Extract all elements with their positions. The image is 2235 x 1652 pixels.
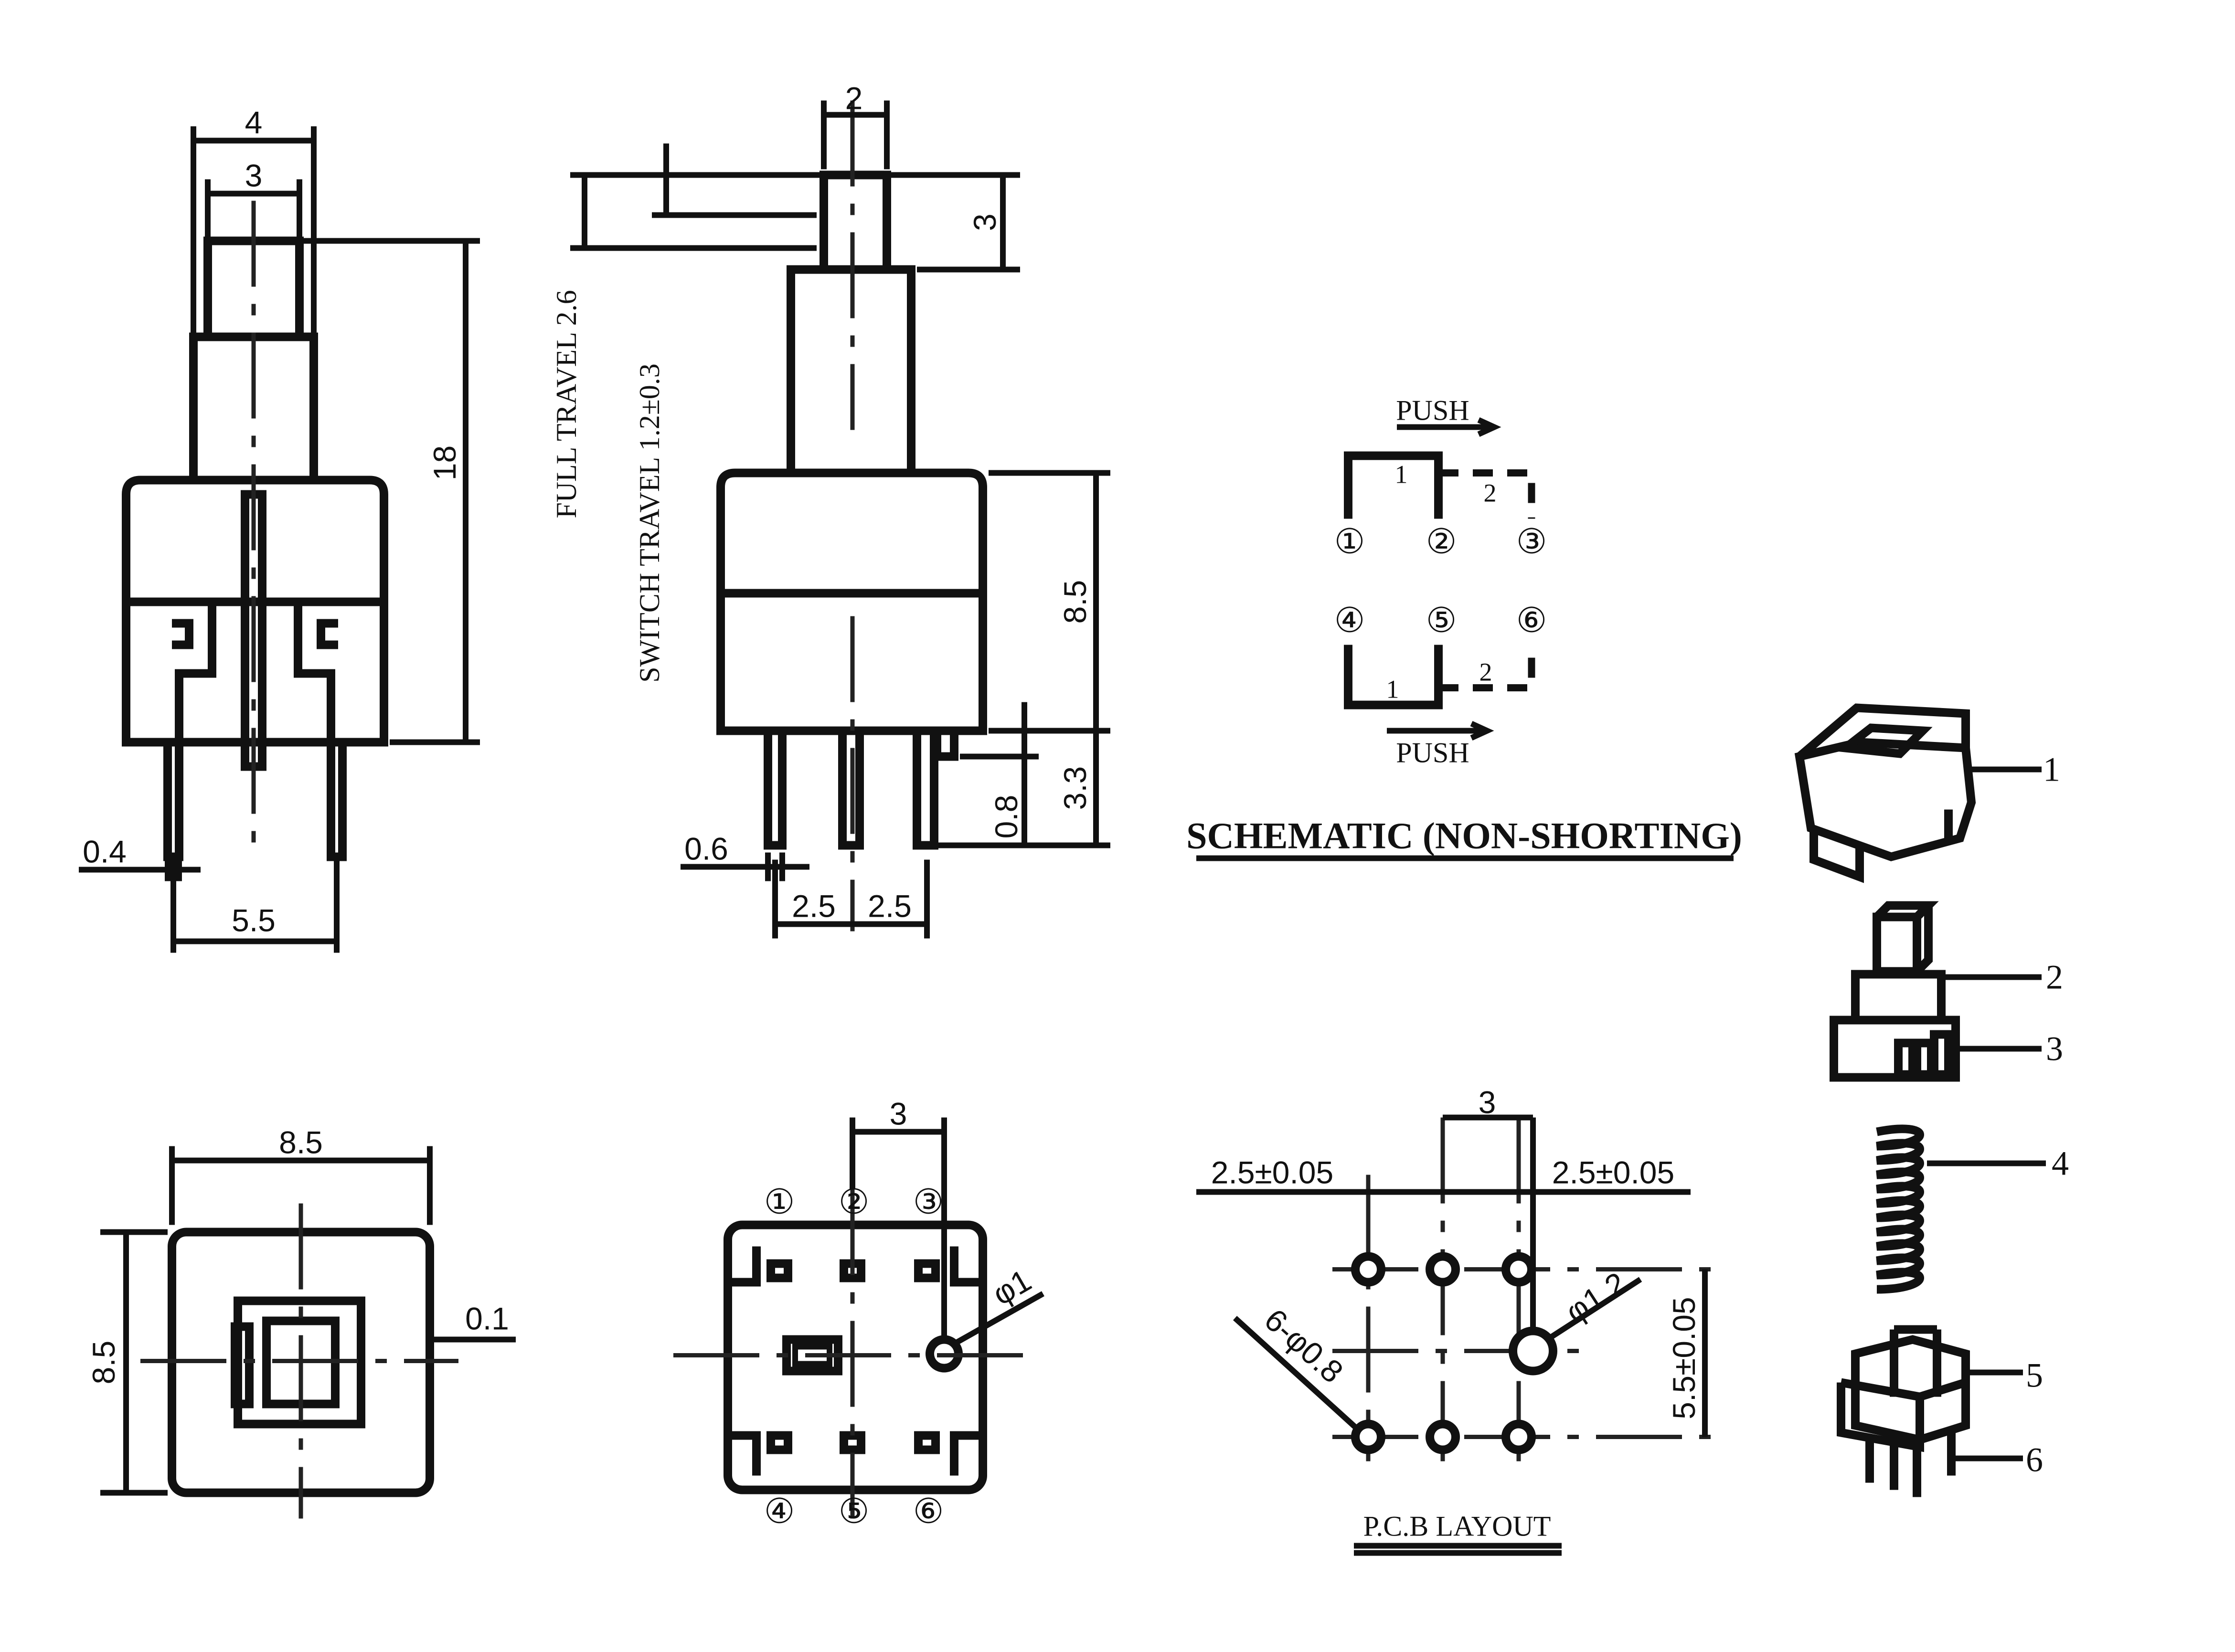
schematic-pin-4: ④ bbox=[1334, 602, 1365, 640]
side-dim-5-5: 5.5 bbox=[232, 903, 276, 938]
top-view: 8.5 8.5 0.1 bbox=[86, 1125, 516, 1519]
front-dim-0-8: 0.8 bbox=[989, 795, 1024, 839]
pcb-layout: 3 2.5±0.05 2.5±0.05 5.5±0.05 φ1.2 6-φ0.8… bbox=[1196, 1085, 1719, 1556]
exploded-parts: 1 2 3 4 5 6 bbox=[1794, 703, 2069, 1497]
part-label-4: 4 bbox=[2052, 1144, 2069, 1183]
part-1-cap bbox=[1794, 703, 2042, 883]
schematic-bot-1: 1 bbox=[1386, 675, 1399, 704]
top-dim-width: 8.5 bbox=[279, 1125, 323, 1160]
side-dim-3: 3 bbox=[245, 158, 263, 193]
schematic-pin-5: ⑤ bbox=[1426, 602, 1457, 640]
side-view: 4 3 18 0.4 5.5 bbox=[79, 105, 480, 953]
front-dim-2-5-left: 2.5 bbox=[792, 889, 836, 924]
part-2-3-plunger bbox=[1830, 901, 2042, 1082]
side-dim-4: 4 bbox=[245, 105, 263, 140]
full-travel-label: FULL TRAVEL 2.6 bbox=[551, 290, 582, 518]
push-bottom-label: PUSH bbox=[1396, 737, 1469, 769]
bottom-pin-4: ④ bbox=[764, 1493, 795, 1531]
schematic: PUSH 1 2 ① ② ③ ④ ⑤ ⑥ 1 2 PUSH SCHEMATIC … bbox=[1186, 395, 1742, 861]
part-label-6: 6 bbox=[2026, 1441, 2043, 1479]
schematic-title: SCHEMATIC (NON-SHORTING) bbox=[1186, 815, 1742, 857]
front-dim-2: 2 bbox=[845, 81, 863, 116]
bottom-pin-5: ⑤ bbox=[839, 1493, 870, 1531]
side-dim-0-4: 0.4 bbox=[83, 834, 127, 869]
pcb-dim-left: 2.5±0.05 bbox=[1211, 1155, 1333, 1190]
pcb-holes bbox=[1351, 1252, 1557, 1454]
switch-travel-label: SWITCH TRAVEL 1.2±0.3 bbox=[634, 363, 665, 683]
schematic-pin-1: ① bbox=[1334, 523, 1365, 561]
bottom-pin-1: ① bbox=[764, 1183, 795, 1221]
bottom-view: 3 φ1 ① ② ③ ④ ⑤ ⑥ bbox=[673, 1096, 1044, 1531]
schematic-pin-2: ② bbox=[1426, 523, 1457, 561]
pcb-dim-big-hole: φ1.2 bbox=[1559, 1265, 1632, 1330]
push-top-label: PUSH bbox=[1396, 395, 1469, 426]
schematic-top-2: 2 bbox=[1484, 479, 1497, 508]
pcb-dim-vertical: 5.5±0.05 bbox=[1666, 1297, 1702, 1419]
schematic-top-1: 1 bbox=[1395, 460, 1408, 489]
pcb-dim-3: 3 bbox=[1479, 1085, 1496, 1120]
schematic-pin-6: ⑥ bbox=[1516, 602, 1547, 640]
part-label-1: 1 bbox=[2043, 751, 2060, 789]
schematic-pin-3: ③ bbox=[1516, 523, 1547, 561]
bottom-pin-2: ② bbox=[839, 1183, 870, 1221]
schematic-bot-2: 2 bbox=[1479, 658, 1492, 687]
front-dim-8-5: 8.5 bbox=[1057, 580, 1093, 624]
bottom-dim-3: 3 bbox=[890, 1096, 907, 1132]
part-label-3: 3 bbox=[2046, 1030, 2063, 1068]
part-label-2: 2 bbox=[2046, 958, 2063, 996]
top-dim-height: 8.5 bbox=[86, 1341, 121, 1385]
front-dim-0-6: 0.6 bbox=[684, 831, 728, 867]
front-dim-2-5-right: 2.5 bbox=[868, 889, 912, 924]
front-view: 2 3 FULL TRAVEL 2.6 SWITCH TRAVEL 1.2±0.… bbox=[551, 81, 1110, 939]
side-dim-18: 18 bbox=[427, 445, 462, 480]
front-dim-3: 3 bbox=[967, 213, 1002, 231]
bottom-pin-3: ③ bbox=[913, 1183, 944, 1221]
pcb-dim-right: 2.5±0.05 bbox=[1552, 1155, 1674, 1190]
part-label-5: 5 bbox=[2026, 1356, 2043, 1395]
pcb-dim-small-holes: 6-φ0.8 bbox=[1258, 1302, 1350, 1389]
part-4-spring bbox=[1876, 1124, 2046, 1294]
bottom-pin-6: ⑥ bbox=[913, 1493, 944, 1531]
part-5-6-base bbox=[1837, 1325, 2023, 1497]
pcb-title: P.C.B LAYOUT bbox=[1363, 1511, 1551, 1542]
top-dim-gap: 0.1 bbox=[465, 1301, 509, 1336]
front-dim-3-3: 3.3 bbox=[1057, 766, 1093, 810]
